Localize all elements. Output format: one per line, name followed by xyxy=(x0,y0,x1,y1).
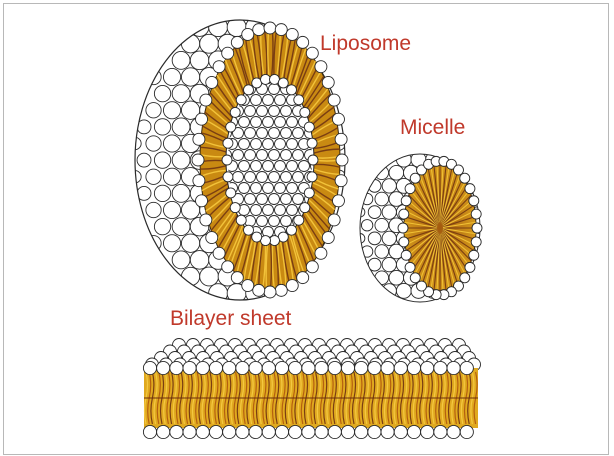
liposome-label: Liposome xyxy=(320,32,411,55)
bilayer-sheet-label: Bilayer sheet xyxy=(170,307,292,330)
micelle-label: Micelle xyxy=(400,116,465,139)
liposome-structure-icon xyxy=(129,18,348,303)
bilayer-sheet-structure-icon xyxy=(143,339,480,439)
micelle-structure-icon xyxy=(355,152,482,302)
